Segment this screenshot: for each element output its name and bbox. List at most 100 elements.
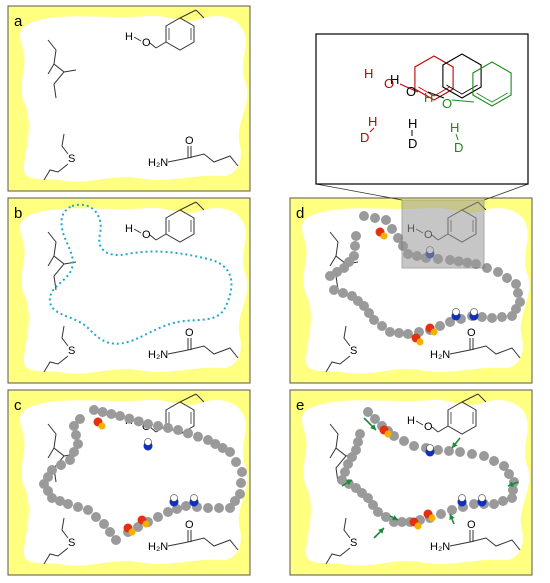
chain-bead <box>83 505 93 515</box>
panel-c: HOSH₂NOc <box>7 389 251 576</box>
chain-bead <box>508 485 518 495</box>
panel-label: b <box>14 205 22 222</box>
panel-label: e <box>296 397 304 414</box>
chain-bead <box>393 233 403 243</box>
chain-bead <box>370 414 380 424</box>
blue-bead-partner <box>190 494 198 502</box>
arrow <box>341 479 353 487</box>
ring-green <box>472 61 512 107</box>
cavity <box>20 399 248 566</box>
arrow <box>451 437 461 449</box>
chain-bead <box>115 411 125 421</box>
chain-bead <box>381 512 391 522</box>
chain-beads <box>39 405 247 545</box>
thioether-s-label: S <box>350 345 357 357</box>
chain-bead <box>203 435 213 445</box>
chain-bead <box>497 312 507 322</box>
chain-bead <box>340 467 350 477</box>
chain-bead <box>153 421 163 431</box>
chain-bead <box>403 329 413 339</box>
chain-bead <box>347 291 357 301</box>
chain-bead <box>69 447 79 457</box>
chain-bead <box>65 455 75 465</box>
arrow <box>363 417 377 431</box>
blue-bead-partner <box>144 438 152 446</box>
hydroxyl-h-label: H <box>407 415 415 427</box>
chain-bead <box>73 502 83 512</box>
chain-bead <box>445 317 455 327</box>
hydroxyl-o-label: O <box>142 229 151 241</box>
panel-label: d <box>296 205 304 222</box>
amide-o-label: O <box>467 519 476 531</box>
panel-d: HOSH₂NOd <box>289 197 533 384</box>
chain-bead <box>409 441 419 451</box>
chain-bead <box>230 496 240 506</box>
chain-bead <box>124 413 135 424</box>
chain-bead <box>163 423 173 433</box>
thioether-s-label: S <box>68 537 75 549</box>
chain-bead <box>225 503 235 513</box>
chain-bead <box>399 436 409 446</box>
arrow <box>373 527 385 539</box>
blue-bead-partner <box>470 308 478 316</box>
chain-bead <box>173 425 183 435</box>
inset-top-label: O <box>406 84 416 99</box>
chain-bead <box>349 251 359 261</box>
chain-bead <box>203 503 213 513</box>
chain-bead <box>377 321 387 331</box>
amide-o-label: O <box>185 327 194 339</box>
chain-bead <box>89 405 99 415</box>
chain-bead <box>513 288 523 298</box>
chain-bead <box>237 467 247 477</box>
connector-line <box>483 183 529 201</box>
chain-bead <box>363 407 373 417</box>
chain-bead <box>338 288 348 298</box>
chain-bead <box>350 241 360 251</box>
chain-bead <box>499 461 509 471</box>
inset-frame <box>315 33 529 185</box>
thioether-s-label: S <box>68 345 75 357</box>
chain-bead <box>370 213 380 223</box>
inset-top-label: H <box>390 72 399 87</box>
chain-bead <box>55 496 65 506</box>
chain-bead <box>47 465 57 475</box>
chain-bead <box>433 445 443 455</box>
inset-bottom-label: D <box>360 130 369 145</box>
chain-bead <box>455 447 465 457</box>
chain-bead <box>73 439 83 449</box>
hydroxyl-h-label: H <box>125 31 133 43</box>
blue-bead-partner <box>452 308 460 316</box>
cavity <box>20 15 248 182</box>
chain-bead <box>447 505 457 515</box>
inset-top-label: O <box>442 96 452 111</box>
chain-bead <box>181 501 191 511</box>
red-bead-partner <box>98 422 106 430</box>
amide-o-label: O <box>185 135 194 147</box>
chain-bead <box>236 478 246 488</box>
chain-bead <box>385 327 395 337</box>
chain-bead <box>111 535 121 545</box>
chain-bead <box>507 311 517 321</box>
inset-bottom-label: D <box>454 140 463 155</box>
chain-bead <box>435 321 445 331</box>
chain-bead <box>381 215 391 225</box>
chain-bead <box>359 211 369 221</box>
red-bead-partner <box>142 520 150 528</box>
arrow <box>449 513 455 525</box>
chain-bead <box>507 493 517 503</box>
hydroxyl-h-label: H <box>125 223 133 235</box>
amide-nh2-label: H₂N <box>148 541 168 553</box>
inset-top-label: O <box>384 76 394 91</box>
chain-bead <box>133 416 144 427</box>
chain-bead <box>172 504 182 514</box>
chain-bead <box>444 446 454 456</box>
chain-bead <box>364 308 374 318</box>
arrow <box>507 481 519 487</box>
chain-bead <box>504 469 514 479</box>
chain-bead <box>99 519 109 529</box>
cavity <box>20 207 248 374</box>
zoom-region <box>401 199 485 269</box>
inset-top-label: H <box>424 90 433 105</box>
